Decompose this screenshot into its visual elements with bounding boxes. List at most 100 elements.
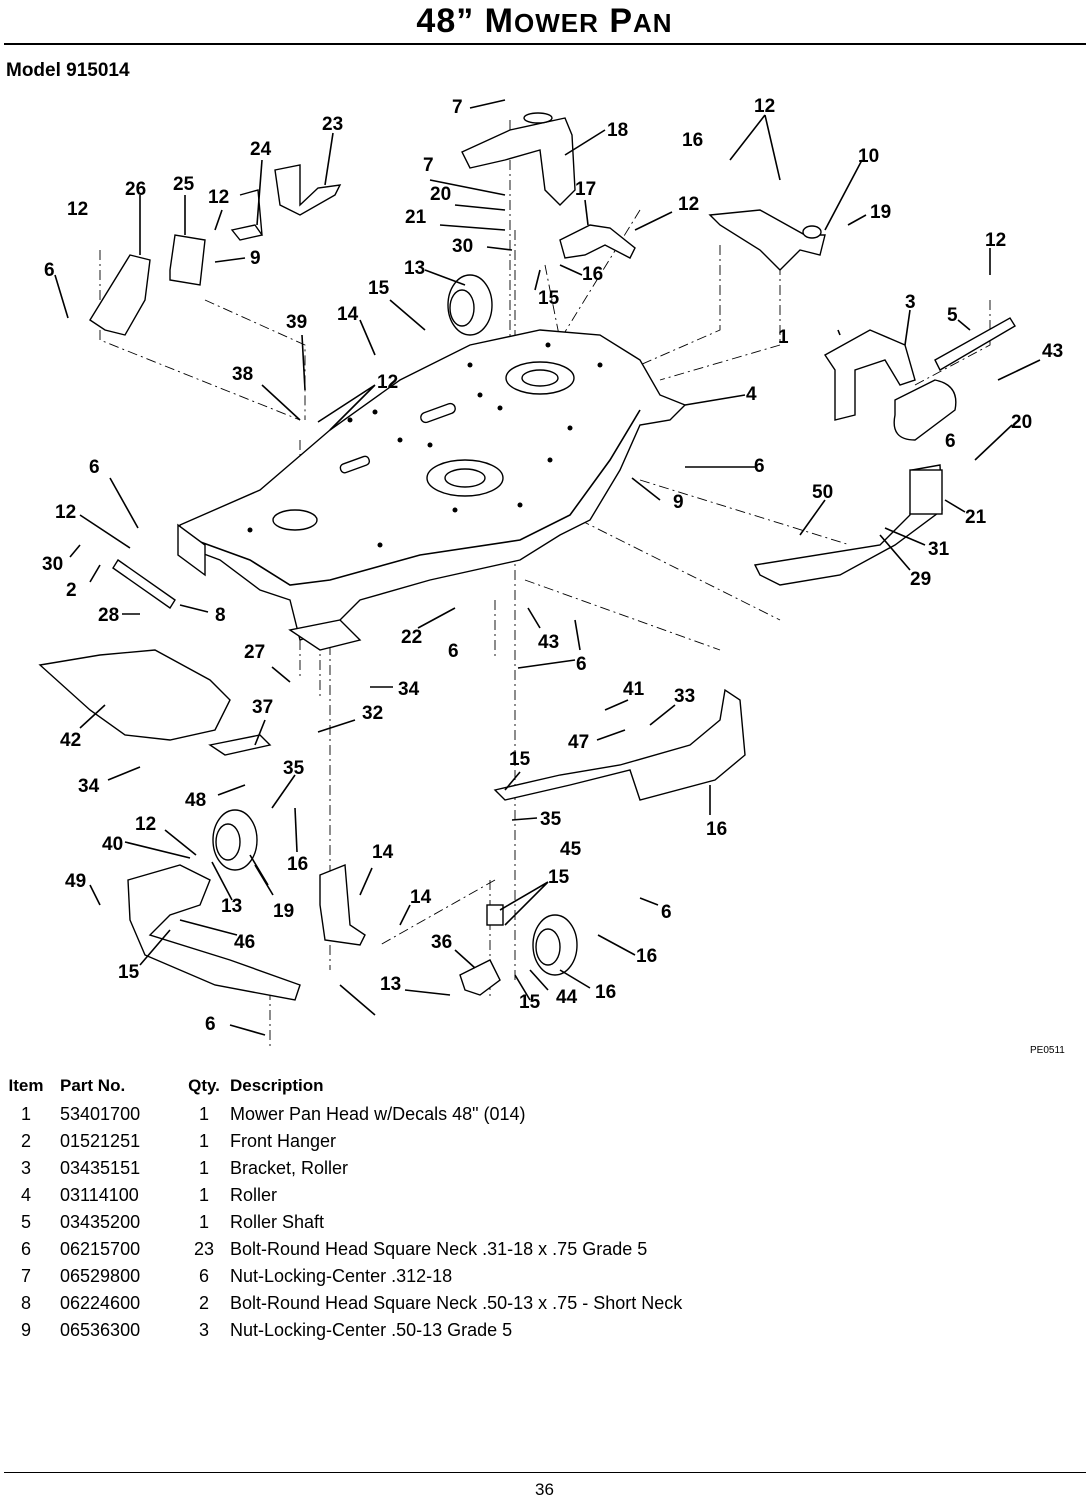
cell-item: 6 <box>20 1239 31 1259</box>
callout: 13 <box>380 974 401 995</box>
callout: 2 <box>66 580 77 601</box>
title-smallcaps-1: OWER <box>514 8 599 38</box>
callout: 15 <box>509 749 531 770</box>
callout: 34 <box>398 679 420 700</box>
callout: 1 <box>778 327 789 348</box>
cell-item: 7 <box>20 1266 31 1286</box>
cell-qty: 23 <box>193 1239 215 1259</box>
callout: 14 <box>410 887 432 908</box>
callout: 49 <box>65 871 86 892</box>
table-row: 3 03435151 1 Bracket, Roller <box>0 1156 780 1183</box>
model-number: Model 915014 <box>6 60 130 81</box>
cell-part: 06224600 <box>60 1293 141 1313</box>
callout: 4 <box>746 384 757 405</box>
callout: 21 <box>965 507 987 528</box>
cell-part: 53401700 <box>60 1104 141 1124</box>
callout: 12 <box>754 96 775 117</box>
callout: 20 <box>1011 412 1032 433</box>
bottom-rule <box>4 1472 1086 1473</box>
callout: 7 <box>452 97 463 118</box>
cell-desc: Bracket, Roller <box>230 1158 349 1178</box>
callout: 6 <box>576 654 587 675</box>
callout: 34 <box>78 776 100 797</box>
col-header-qty: Qty. <box>188 1076 220 1095</box>
callout: 13 <box>221 896 242 917</box>
callout: 15 <box>519 992 541 1013</box>
cell-part: 06536300 <box>60 1320 141 1340</box>
cell-item: 1 <box>20 1104 31 1124</box>
callout: 8 <box>215 605 226 626</box>
callout: 5 <box>947 305 958 326</box>
callout: 19 <box>870 202 891 223</box>
table-row: 6 06215700 23 Bolt-Round Head Square Neck .… <box>0 1237 780 1264</box>
callout: 12 <box>55 502 76 523</box>
callout: 37 <box>252 697 273 718</box>
callout: 12 <box>377 372 398 393</box>
cell-desc: Bolt-Round Head Square Neck .31-18 x .75… <box>230 1239 648 1259</box>
callout: 22 <box>401 627 422 648</box>
callout: 19 <box>273 901 294 922</box>
cell-part: 03435151 <box>60 1158 141 1178</box>
cell-part: 01521251 <box>60 1131 141 1151</box>
callout: 12 <box>67 199 88 220</box>
callout: 30 <box>452 236 473 257</box>
cell-desc: Roller <box>230 1185 278 1205</box>
cell-part: 06215700 <box>60 1239 141 1259</box>
cell-part: 03114100 <box>60 1185 139 1205</box>
callout: 13 <box>404 258 425 279</box>
mower-pan-shape <box>177 329 687 651</box>
callout: 10 <box>858 146 879 167</box>
drawing-code: PE0511 <box>1030 1045 1065 1056</box>
callout: 33 <box>674 686 695 707</box>
callout: 48 <box>185 790 206 811</box>
callout: 28 <box>98 605 119 626</box>
callout: 44 <box>556 987 578 1008</box>
wheel-shapes <box>212 274 578 976</box>
callout: 50 <box>812 482 833 503</box>
callout: 9 <box>673 492 684 513</box>
cell-item: 9 <box>20 1320 31 1340</box>
callout: 36 <box>431 932 452 953</box>
callout: 43 <box>538 632 559 653</box>
callout: 12 <box>678 194 699 215</box>
page-title: 48” MOWER PAN <box>0 2 1089 41</box>
callout: 14 <box>372 842 394 863</box>
callout: 24 <box>250 139 272 160</box>
callout: 39 <box>286 312 307 333</box>
hardware-shapes <box>38 112 1016 1001</box>
callout: 6 <box>448 641 459 662</box>
callout: 15 <box>538 288 560 309</box>
cell-qty: 2 <box>198 1293 209 1313</box>
callout: 12 <box>135 814 156 835</box>
callout: 20 <box>430 184 451 205</box>
col-header-item: Item <box>8 1076 44 1095</box>
table-header-row: Item Part No. Qty. Description <box>0 1073 780 1102</box>
callout: 42 <box>60 730 81 751</box>
callout: 47 <box>568 732 589 753</box>
callout: 16 <box>287 854 308 875</box>
callout: 38 <box>232 364 253 385</box>
callout: 16 <box>706 819 727 840</box>
callout: 25 <box>173 174 195 195</box>
callout: 6 <box>44 260 55 281</box>
cell-desc: Roller Shaft <box>230 1212 325 1232</box>
cell-qty: 1 <box>198 1158 209 1178</box>
callout: 31 <box>928 539 950 560</box>
cell-item: 8 <box>20 1293 31 1313</box>
cell-desc: Bolt-Round Head Square Neck .50-13 x .75… <box>230 1293 683 1313</box>
callout: 12 <box>208 187 229 208</box>
callout: 16 <box>582 264 603 285</box>
cell-item: 3 <box>20 1158 31 1178</box>
callout: 18 <box>607 120 628 141</box>
parts-table: Item Part No. Qty. Description 1 53401700… <box>0 1073 780 1345</box>
cell-qty: 3 <box>198 1320 209 1340</box>
callout: 35 <box>540 809 562 830</box>
leader-lines <box>54 99 1041 1036</box>
callout: 12 <box>985 230 1006 251</box>
callout: 40 <box>102 834 123 855</box>
top-rule <box>4 43 1086 45</box>
cell-qty: 1 <box>198 1185 209 1205</box>
callout: 45 <box>560 839 582 860</box>
